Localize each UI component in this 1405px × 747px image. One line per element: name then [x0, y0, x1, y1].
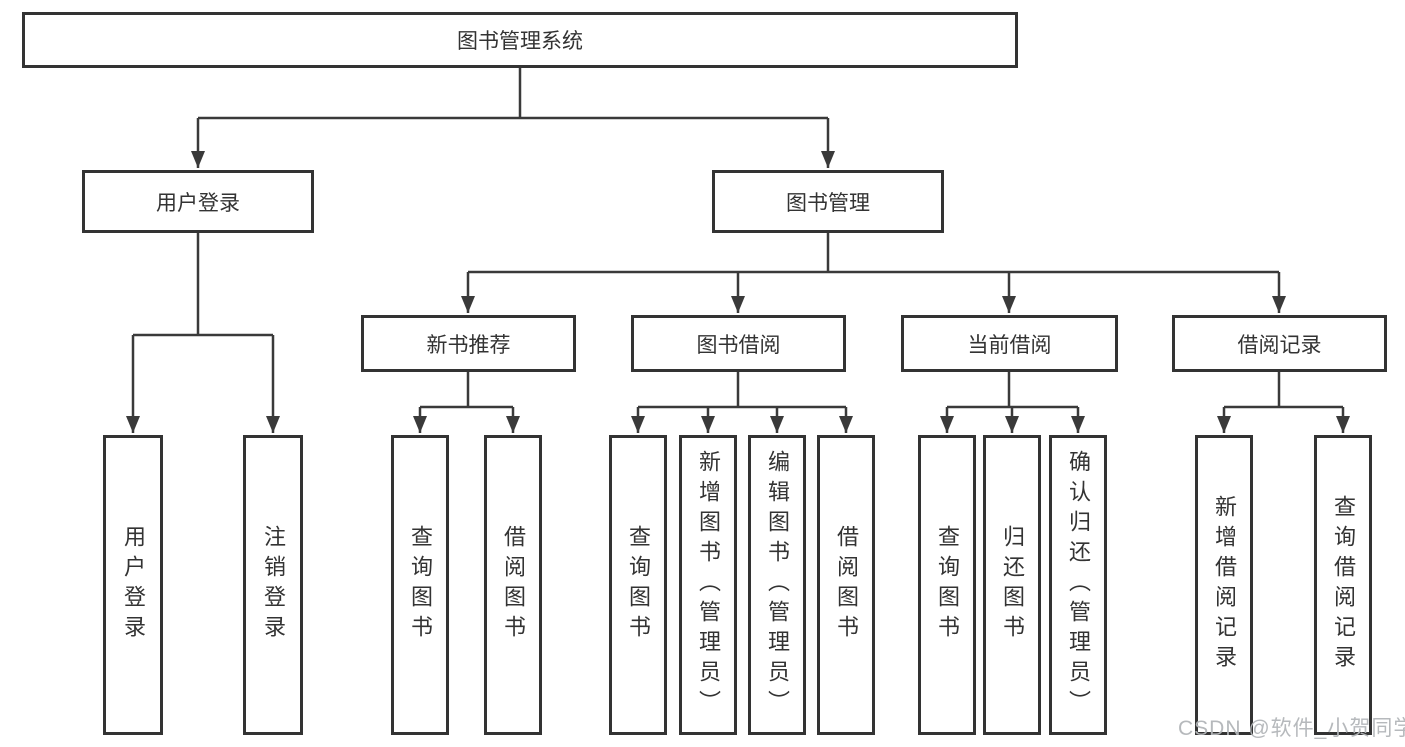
node-label: 借阅图书 [501, 525, 526, 645]
node-return-books: 归还图书 [983, 435, 1041, 735]
node-borrow-query-books: 查询图书 [609, 435, 667, 735]
node-recommend-query-books: 查询图书 [391, 435, 449, 735]
node-label: 借阅图书 [834, 525, 859, 645]
node-label: 编辑图书（管理员） [765, 450, 790, 720]
node-new-book-recommendation: 新书推荐 [361, 315, 576, 372]
node-label: 图书借阅 [696, 333, 781, 357]
node-confirm-return-admin: 确认归还（管理员） [1049, 435, 1107, 735]
node-book-management-module: 图书管理 [712, 170, 944, 233]
node-label: 新增借阅记录 [1212, 495, 1237, 675]
node-current-query-books: 查询图书 [918, 435, 976, 735]
node-add-books-admin: 新增图书（管理员） [679, 435, 737, 735]
node-label: 查询图书 [935, 525, 960, 645]
node-library-management-system: 图书管理系统 [22, 12, 1018, 68]
node-label: 当前借阅 [967, 333, 1052, 357]
node-user-login-module: 用户登录 [82, 170, 314, 233]
node-label: 图书管理 [786, 191, 870, 215]
node-label: 用户登录 [121, 525, 146, 645]
node-label: 图书管理系统 [457, 30, 583, 53]
node-label: 归还图书 [1000, 525, 1025, 645]
node-label: 用户登录 [156, 191, 240, 215]
node-logout: 注销登录 [243, 435, 303, 735]
node-recommend-borrow-books: 借阅图书 [484, 435, 542, 735]
node-label: 确认归还（管理员） [1066, 450, 1091, 720]
node-label: 查询图书 [626, 525, 651, 645]
node-user-login: 用户登录 [103, 435, 163, 735]
node-add-borrow-record: 新增借阅记录 [1195, 435, 1253, 735]
csdn-watermark: CSDN @软件_小贺同学 [1178, 717, 1405, 740]
node-label: 新书推荐 [426, 333, 511, 357]
node-label: 借阅记录 [1237, 333, 1322, 357]
node-label: 查询借阅记录 [1331, 495, 1356, 675]
node-borrow-books: 借阅图书 [817, 435, 875, 735]
node-borrowing-records: 借阅记录 [1172, 315, 1387, 372]
node-current-borrowing: 当前借阅 [901, 315, 1118, 372]
node-label: 查询图书 [408, 525, 433, 645]
node-query-borrow-record: 查询借阅记录 [1314, 435, 1372, 735]
node-edit-books-admin: 编辑图书（管理员） [748, 435, 806, 735]
node-label: 注销登录 [261, 525, 286, 645]
node-book-borrowing: 图书借阅 [631, 315, 846, 372]
node-label: 新增图书（管理员） [696, 450, 721, 720]
